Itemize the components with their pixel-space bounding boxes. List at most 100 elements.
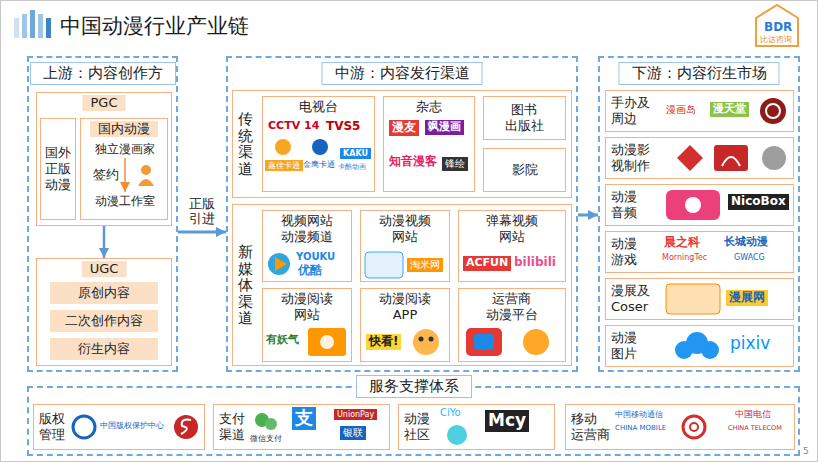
box-text: 手办及 周边 [611,95,657,126]
content-item: 原创内容 [50,282,158,304]
channel-card: 动漫阅读 APP [360,288,450,362]
brand-text: BDR [764,21,792,35]
icon-shape [73,416,95,438]
logo-text: 金鹰卡通 [303,160,335,169]
group-box: 国外 正版 动漫独立漫画家动漫工作室国内动漫PGC [36,92,172,226]
icon-shape [419,337,424,342]
reading-site-icon [308,328,346,356]
channel-box: 影院 [483,148,566,192]
icon-shape [466,328,502,356]
logo-text: 淘米网 [407,258,443,272]
creator-label: 独立漫画家 [90,140,160,158]
box-text: 移动 运营商 [571,411,614,442]
logo-text: CiYo [440,407,461,419]
brand-logo [756,5,798,46]
icon-shape [268,253,290,275]
logo-text: GWACG [734,253,765,262]
logo-text: 长城动漫 [724,236,768,249]
box-text: 弹幕视频 网站 [482,213,542,246]
logo-text: 嘉佳卡通 [265,160,303,171]
market-row: 手办及 周边 [605,90,794,132]
icon-shape [714,145,748,171]
icon-shape [275,139,291,155]
market-row: 动漫影 视制作 [605,137,794,179]
icon-shape [38,14,43,38]
icon-shape [46,18,51,38]
box-text: 动漫视频 网站 [375,213,435,246]
icon-shape [141,165,151,175]
box-text: 国外 正版 动漫 [44,145,73,194]
channel-group: 电视台 杂志 图书 出版社影院 传统渠道 [232,90,572,198]
edge-label: 正版 引进 [187,196,217,227]
icon-shape [690,423,698,431]
channel-card: 弹幕视频 网站 [458,210,566,282]
tv-icons [275,139,328,155]
content-item: 二次创作内容 [50,310,158,332]
logo-text: NicoBox [728,194,789,210]
icon-shape [677,145,703,171]
icon-shape [701,341,719,359]
logo-text: CHINA TELECOM [728,425,782,432]
box-text: 动漫 图片 [611,330,657,361]
icon-shape [138,179,154,186]
box-text: 动漫 音频 [611,189,657,220]
flow-arrow [103,226,106,258]
app-icon [413,329,439,355]
box-text: 图书 出版社 [495,102,555,135]
icon-shape [429,337,434,342]
box-text: 传统渠道 [238,111,253,177]
icon-shape [760,98,786,124]
box-text: 运营商 动漫平台 [482,291,542,324]
box-text: PGC [83,95,126,111]
stage-heading: 上游：内容创作方 [30,62,176,85]
box-text: 动漫 游戏 [611,236,657,267]
content-item: 衍生内容 [50,338,158,360]
icon-shape [413,329,439,355]
icon-shape [685,197,701,213]
icon-shape [174,415,198,439]
logo-text: CHINA MOBILE [615,424,666,432]
logo-text: ACFUN [463,256,511,271]
icon-shape [523,329,549,355]
logo-text: 中国移动通信 [615,410,663,419]
film-icons [677,145,786,171]
logo-text: 支 [292,407,316,430]
brand-text: 比达咨询 [760,35,792,44]
flow-arrow [178,231,226,234]
icon-shape [683,416,705,438]
box-text: 国内动漫 [90,121,158,137]
edge-label: 签约 [93,167,119,183]
box-text: 动漫影 视制作 [611,142,657,173]
page-number: 5 [803,446,809,456]
group-box: 原创内容二次创作内容衍生内容 UGC [36,258,172,366]
icon-shape [14,18,19,38]
logo-text: YOUKU [296,251,335,263]
logo-text: 晨之科 [664,236,700,250]
icon-shape [474,334,494,350]
logo-text: pixiv [730,334,770,354]
icon-shape [766,104,780,118]
unicom-icon [683,416,705,438]
icon-shape [265,418,277,430]
box-text: 版权 管理 [39,411,70,442]
logo-text: 有妖气 [266,334,299,347]
box-text: 杂志 [416,99,442,115]
operator-icons [466,328,549,356]
market-row: 动漫 社区 [398,404,555,450]
stage-heading: 下游：内容衍生市场 [619,62,780,85]
tencent-video-icon [268,253,290,275]
channel-card: 动漫阅读 网站 [262,288,352,362]
flow-arrow [124,158,126,192]
box-text: UGC [82,261,127,277]
icon-shape [756,5,798,46]
logo-text: TVS5 [326,120,360,134]
box-text: 衍生内容 [78,341,130,357]
box-text: 电视台 [299,99,338,115]
copyright-icons [73,415,198,439]
box-text: 原创内容 [78,285,130,301]
logo-text: 锋绘 [442,157,468,171]
stage-heading: 中游：内容发行渠道 [322,62,483,85]
title-bars [14,10,51,38]
logo-text: 优酷 [298,264,322,278]
